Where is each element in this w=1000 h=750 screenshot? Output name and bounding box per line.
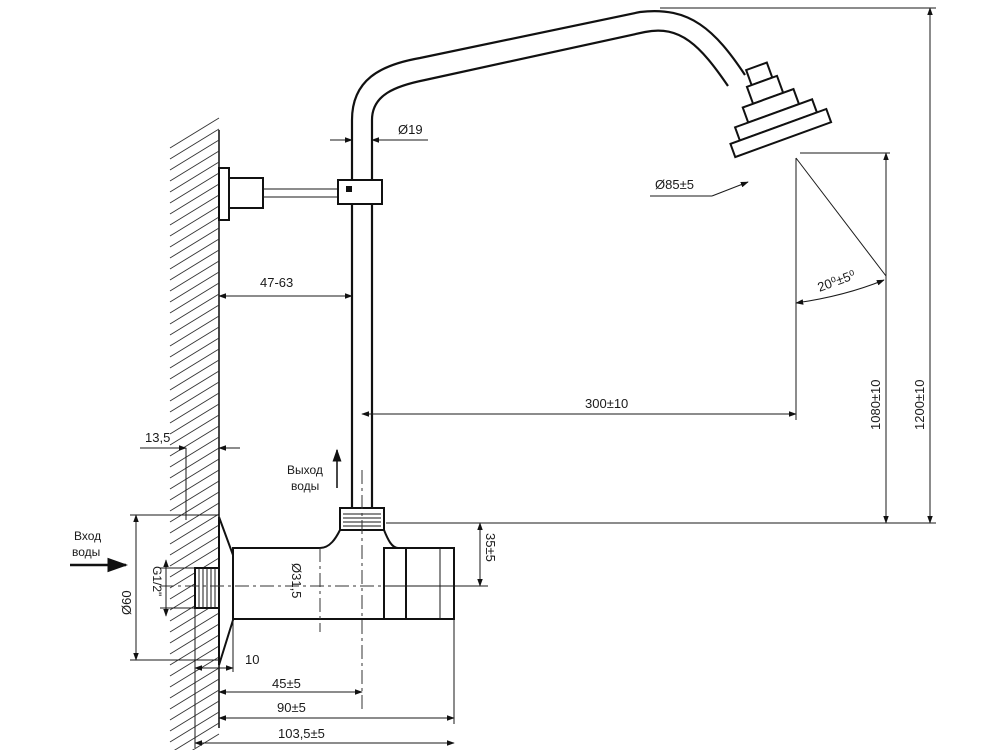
dim-flange-diameter: Ø60 (119, 514, 219, 661)
hatch-line (169, 183, 220, 215)
thread-length-label: 10 (245, 652, 259, 667)
hatch-line (169, 194, 220, 226)
angle-arc (795, 279, 885, 305)
hatch-line (169, 227, 220, 259)
hatch-line (169, 359, 220, 391)
valve-body (194, 507, 455, 666)
hatch-line (169, 370, 220, 402)
reach-label: 300±10 (585, 396, 628, 411)
dim-outlet-height: 35±5 (386, 522, 498, 587)
total-length-label: 103,5±5 (278, 726, 325, 741)
bracket-wall-plate (218, 167, 230, 221)
hatch-line (169, 172, 220, 204)
hatch-line (169, 282, 220, 314)
inlet-label-line2: воды (72, 545, 100, 559)
dim-thread: G1/2" (150, 559, 195, 617)
dim-wall-offset: 47-63 (218, 275, 353, 299)
hatch-line (169, 150, 220, 182)
head-face (729, 107, 833, 159)
hatch-line (169, 469, 220, 501)
hatch-line (169, 392, 220, 424)
dim-pipe-diameter: Ø19 (330, 122, 428, 143)
shower-arm (350, 10, 746, 121)
hatch-line (192, 733, 220, 750)
pipe-diameter-label: Ø19 (398, 122, 423, 137)
wall (169, 117, 220, 750)
outlet-label-line2: воды (291, 479, 319, 493)
hatch-line (169, 381, 220, 413)
hatch-line (169, 403, 220, 435)
head-angle-label: 20⁰±5⁰ (815, 267, 857, 295)
hatch-line (169, 348, 220, 380)
dim-total-length: 103,5±5 (194, 672, 455, 748)
hatch-line (169, 139, 220, 171)
hatch-line (169, 535, 220, 567)
thread-label: G1/2" (150, 566, 164, 596)
riser-pipe (337, 120, 383, 512)
hatch-line (169, 546, 220, 578)
spray-angle-line (795, 157, 887, 277)
hatch-line (169, 337, 220, 369)
dim-outlet-distance: 45±5 (218, 676, 363, 695)
wall-flange (218, 516, 234, 666)
dim-flange-thickness: 13,5 (140, 430, 240, 520)
water-inlet-annotation: Вход воды (70, 529, 129, 573)
hatch-line (169, 205, 220, 237)
hatch-line (169, 425, 220, 457)
hatch-line (169, 326, 220, 358)
hatch-line (169, 480, 220, 512)
flange-diameter-label: Ø60 (119, 590, 134, 615)
outlet-label-line1: Выход (287, 463, 323, 477)
height-1080-label: 1080±10 (868, 379, 883, 430)
main-body (232, 529, 399, 620)
valve-cap (405, 547, 455, 620)
wall-offset-label: 47-63 (260, 275, 293, 290)
hatch-line (169, 260, 220, 292)
hatch-line (169, 458, 220, 490)
hatch-line (169, 161, 220, 193)
inlet-label-line1: Вход (74, 529, 101, 543)
hatch-line (169, 293, 220, 325)
hatch-line (169, 249, 220, 281)
valve-cap-inner (383, 547, 407, 620)
hatch-line (169, 447, 220, 479)
shower-head (729, 61, 833, 159)
head-diameter-label: Ø85±5 (655, 177, 694, 192)
dim-head-diameter: Ø85±5 (650, 177, 749, 197)
hatch-line (169, 271, 220, 303)
hatch-line (169, 524, 220, 556)
hatch-line (169, 502, 220, 534)
water-outlet-annotation: Выход воды (287, 448, 342, 493)
bracket-base (228, 177, 264, 209)
hatch-line (169, 414, 220, 446)
dim-reach: 300±10 (361, 300, 797, 420)
body-length-label: 90±5 (277, 700, 306, 715)
height-1200-label: 1200±10 (912, 379, 927, 430)
outlet-height-label: 35±5 (483, 533, 498, 562)
hatch-line (169, 304, 220, 336)
dim-thread-length: 10 (194, 608, 259, 672)
hatch-line (169, 238, 220, 270)
body-diameter-label: Ø31,5 (289, 563, 304, 598)
hatch-line (169, 491, 220, 523)
flange-thickness-label: 13,5 (145, 430, 170, 445)
outlet-distance-label: 45±5 (272, 676, 301, 691)
wall-hatching (169, 117, 220, 750)
hatch-line (169, 128, 220, 160)
dim-heights: 1080±10 1200±10 (386, 7, 936, 524)
hatch-line (169, 436, 220, 468)
hatch-line (169, 216, 220, 248)
dim-body-length: 90±5 (218, 620, 455, 724)
hatch-line (169, 315, 220, 347)
hatch-line (169, 117, 220, 149)
hatch-line (169, 513, 220, 545)
